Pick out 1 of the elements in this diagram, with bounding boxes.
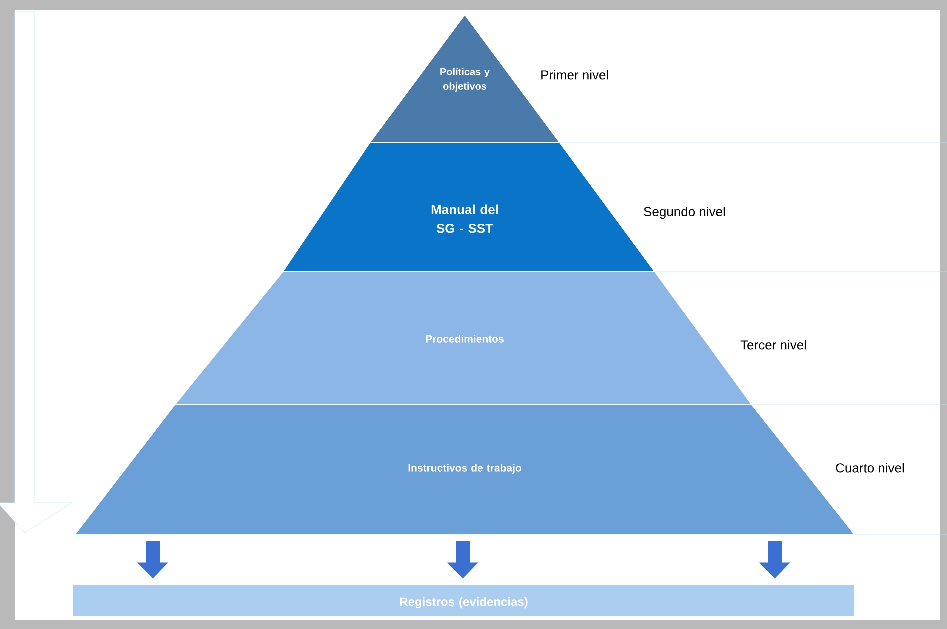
registry-bar: Registros (evidencias) [72, 584, 856, 618]
